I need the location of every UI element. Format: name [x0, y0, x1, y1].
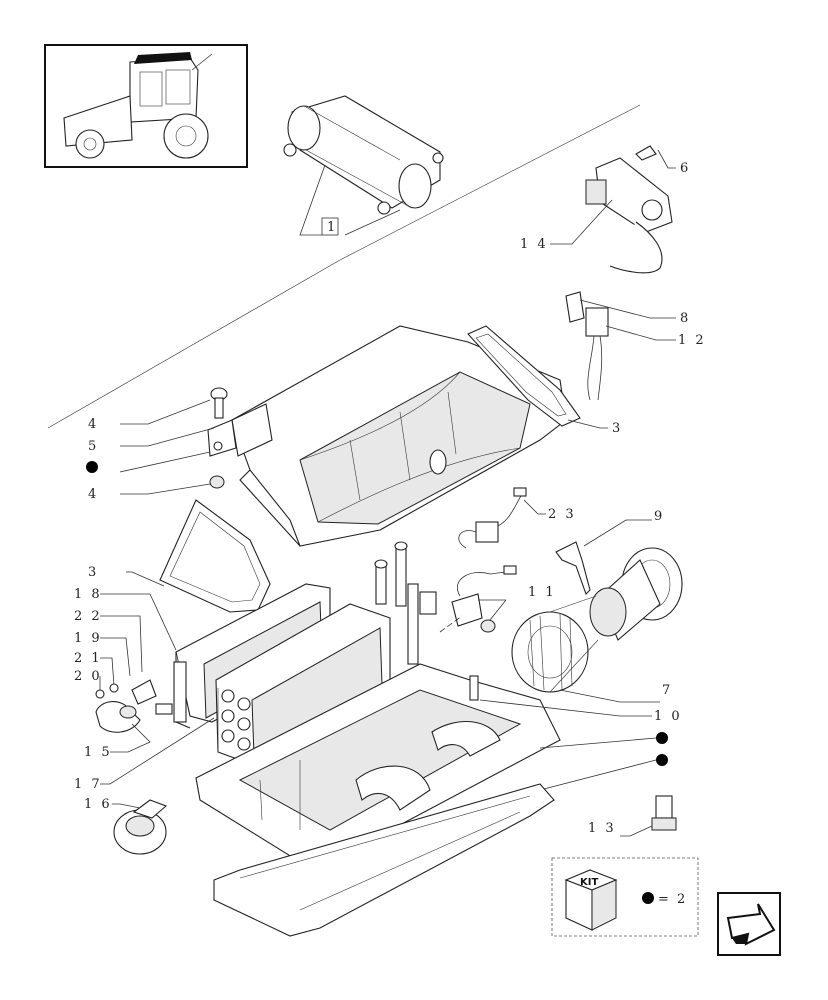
part-11-resistor-module: [451, 565, 517, 633]
kit-equals: = 2: [658, 892, 687, 907]
kit-bullet-1: [86, 461, 98, 473]
leader-3a: [567, 419, 608, 429]
callout-9[interactable]: 9: [654, 509, 665, 524]
leader-23: [523, 499, 546, 515]
callout-23[interactable]: 2 3: [548, 507, 576, 522]
part-9-clip: [555, 541, 591, 596]
part-8-12-connector: [565, 291, 609, 401]
leader-bullet-2: [539, 737, 657, 749]
leader-15: [110, 723, 151, 753]
leader-17: [100, 717, 215, 785]
part-upper-plenum-housing: [231, 325, 567, 547]
leader-12: [605, 325, 676, 341]
callout-box-1: [321, 217, 339, 236]
callout-18[interactable]: 1 8: [74, 587, 102, 602]
callout-3b[interactable]: 3: [88, 565, 99, 580]
part-15-expansion-valve: [95, 679, 173, 733]
leader-7: [559, 689, 660, 703]
part-pipes: [374, 541, 437, 665]
tractor-thumbnail-icon: [63, 52, 213, 159]
part-lower-housing: [195, 663, 561, 863]
leader-19: [100, 637, 131, 677]
leader-16: [112, 803, 141, 809]
leader-4a: [120, 399, 211, 425]
callout-19[interactable]: 1 9: [74, 631, 102, 646]
part-7-blower-assembly: [511, 547, 683, 693]
callout-6[interactable]: 6: [680, 161, 691, 176]
leader-1b: [344, 209, 401, 236]
leader-10: [479, 699, 652, 717]
callout-15[interactable]: 1 5: [84, 745, 112, 760]
part-bottom-cover: [213, 783, 555, 937]
kit-legend: KIT = 2: [551, 857, 699, 937]
leader-22: [100, 615, 143, 673]
part-4-5-bolt-bracket: [207, 387, 237, 489]
leader-14: [550, 199, 613, 245]
part-17-evaporator: [215, 603, 391, 767]
callout-12[interactable]: 1 2: [678, 333, 706, 348]
callout-4b[interactable]: 4: [88, 487, 99, 502]
tractor-thumbnail[interactable]: [44, 44, 248, 168]
part-13-sensor: [651, 795, 677, 831]
leader-8: [579, 299, 676, 319]
kit-bullet-2: [656, 732, 668, 744]
next-page-arrow-icon: [726, 903, 776, 946]
leader-6: [657, 149, 676, 169]
leader-1: [299, 164, 326, 236]
kit-bullet-legend: [642, 892, 654, 904]
leader-21: [100, 657, 115, 687]
callout-11[interactable]: 1 1: [528, 585, 556, 600]
part-3-gasket-upper: [467, 325, 581, 427]
callout-22[interactable]: 2 2: [74, 609, 102, 624]
kit-bullet-3: [656, 754, 668, 766]
callout-3a[interactable]: 3: [612, 421, 623, 436]
part-1-duct-housing: [283, 95, 444, 215]
leader-4b: [120, 483, 211, 495]
leader-9: [583, 519, 652, 547]
part-23-harness: [458, 487, 527, 549]
kit-box-icon: [564, 869, 618, 931]
callout-21[interactable]: 2 1: [74, 651, 102, 666]
part-14-blower-resistor: [585, 145, 673, 274]
callout-13[interactable]: 1 3: [588, 821, 616, 836]
callout-4a[interactable]: 4: [88, 417, 99, 432]
leader-18: [100, 593, 177, 651]
callout-16[interactable]: 1 6: [84, 797, 112, 812]
callout-1[interactable]: 1: [327, 220, 338, 235]
next-page-button[interactable]: [717, 892, 781, 956]
leader-3b: [126, 571, 165, 587]
dashed-link: [439, 615, 463, 633]
divider-line: [47, 104, 641, 429]
callout-8[interactable]: 8: [680, 311, 691, 326]
leader-bullet-3: [539, 759, 657, 791]
leader-13: [620, 825, 653, 837]
leader-5: [120, 427, 215, 447]
callout-5[interactable]: 5: [88, 439, 99, 454]
kit-label: KIT: [580, 877, 598, 888]
callout-14[interactable]: 1 4: [520, 237, 548, 252]
leader-bullet-1: [119, 451, 211, 473]
callout-20[interactable]: 2 0: [74, 669, 102, 684]
part-3-gasket-left: [159, 499, 271, 613]
part-16-grommet: [113, 799, 168, 855]
callout-10[interactable]: 1 0: [654, 709, 682, 724]
callout-7[interactable]: 7: [662, 683, 673, 698]
leader-11b: [489, 599, 507, 621]
callout-17[interactable]: 1 7: [74, 777, 102, 792]
